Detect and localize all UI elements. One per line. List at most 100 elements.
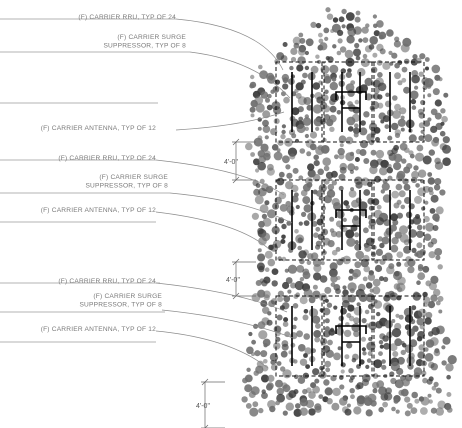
foliage-blob xyxy=(423,302,429,307)
foliage-blob xyxy=(287,264,298,274)
foliage-blob xyxy=(332,17,339,23)
foliage-blob xyxy=(429,337,439,346)
foliage-blob xyxy=(411,170,420,179)
foliage-blob xyxy=(285,402,294,411)
antenna-equipment-group xyxy=(275,61,425,377)
foliage-blob xyxy=(310,65,319,74)
antenna-outline xyxy=(371,179,425,261)
callout: (F) CARRIER RRU, TYP OF 24 xyxy=(0,155,285,196)
foliage-blob xyxy=(263,294,270,301)
foliage-blob xyxy=(440,121,445,126)
foliage-blob xyxy=(312,368,320,376)
foliage-blob xyxy=(435,407,444,416)
antenna-outline xyxy=(371,61,425,143)
foliage-blob xyxy=(261,392,268,399)
antenna-outline xyxy=(371,295,425,377)
foliage-blob xyxy=(341,24,346,29)
foliage-blob xyxy=(401,158,407,164)
callout-label: (F) CARRIER ANTENNA, TYP OF 12 xyxy=(41,326,156,333)
foliage-blob xyxy=(266,104,273,111)
foliage-blob xyxy=(356,302,361,307)
foliage-blob xyxy=(257,248,262,253)
foliage-blob xyxy=(355,250,365,260)
foliage-blob xyxy=(346,35,355,44)
foliage-blob xyxy=(437,295,444,302)
foliage-blob xyxy=(410,407,418,414)
foliage-blob xyxy=(344,354,350,360)
foliage-blob xyxy=(283,96,290,104)
foliage-blob xyxy=(308,408,316,416)
foliage-blob xyxy=(420,396,430,406)
foliage-blob xyxy=(324,286,332,294)
foliage-blob xyxy=(428,282,437,291)
foliage-blob xyxy=(292,303,299,309)
foliage-blob xyxy=(248,331,253,337)
foliage-blob xyxy=(257,117,262,122)
foliage-blob xyxy=(369,165,378,175)
callout: (F) CARRIER RRU, TYP OF 24 xyxy=(0,14,284,71)
foliage-blob xyxy=(359,127,368,136)
foliage-blob xyxy=(398,314,404,320)
foliage-blob xyxy=(312,315,321,324)
foliage-blob xyxy=(310,252,319,260)
foliage-blob xyxy=(380,189,385,194)
foliage-blob xyxy=(390,213,398,222)
foliage-blob xyxy=(249,407,259,417)
foliage-blob xyxy=(323,27,330,34)
foliage-blob xyxy=(372,14,377,19)
foliage-blob xyxy=(437,400,446,409)
foliage-blob xyxy=(377,72,383,78)
foliage-blob xyxy=(392,110,401,119)
foliage-blob xyxy=(312,82,321,90)
foliage-blob xyxy=(406,402,413,409)
foliage-blob xyxy=(293,408,302,417)
foliage-blob xyxy=(347,304,355,312)
foliage-blob xyxy=(353,306,363,316)
foliage-blob xyxy=(429,208,436,214)
foliage-blob xyxy=(331,402,340,411)
foliage-blob xyxy=(434,178,442,185)
foliage-blob xyxy=(417,169,427,178)
foliage-blob xyxy=(361,26,369,34)
foliage-blob xyxy=(302,117,312,126)
foliage-blob xyxy=(372,198,380,206)
foliage-blob xyxy=(258,330,268,340)
foliage-blob xyxy=(431,138,439,147)
foliage-blob xyxy=(282,384,291,393)
foliage-blob xyxy=(348,190,357,198)
foliage-blob xyxy=(276,361,282,366)
foliage-blob xyxy=(403,86,411,94)
foliage-blob xyxy=(386,265,395,275)
foliage-blob xyxy=(391,147,398,155)
foliage-blob xyxy=(294,280,304,291)
foliage-blob xyxy=(298,32,304,38)
foliage-blob xyxy=(339,397,348,406)
foliage-blob xyxy=(354,166,359,171)
foliage-blob xyxy=(383,392,393,401)
foliage-blob xyxy=(423,233,432,241)
foliage-blob xyxy=(321,228,329,236)
foliage-blob xyxy=(270,244,278,252)
foliage-blob xyxy=(280,133,286,140)
foliage-blob xyxy=(340,369,345,374)
foliage-blob xyxy=(413,165,419,171)
foliage-blob xyxy=(435,206,444,215)
foliage-blob xyxy=(421,370,427,376)
foliage-blob xyxy=(302,72,308,79)
foliage-blob xyxy=(373,87,380,94)
foliage-blob xyxy=(368,303,374,310)
foliage-blob xyxy=(425,311,433,319)
foliage-blob xyxy=(340,307,347,315)
foliage-blob xyxy=(404,410,411,417)
foliage-blob xyxy=(320,351,326,356)
foliage-blob xyxy=(360,120,366,126)
foliage-blob xyxy=(427,93,432,98)
foliage-blob xyxy=(336,50,342,56)
foliage-blob xyxy=(438,77,443,82)
foliage-blob xyxy=(350,394,355,400)
foliage-blob xyxy=(345,204,350,209)
foliage-blob xyxy=(349,169,354,174)
foliage-blob xyxy=(325,349,334,358)
foliage-blob xyxy=(355,55,361,61)
foliage-blob xyxy=(369,140,374,146)
